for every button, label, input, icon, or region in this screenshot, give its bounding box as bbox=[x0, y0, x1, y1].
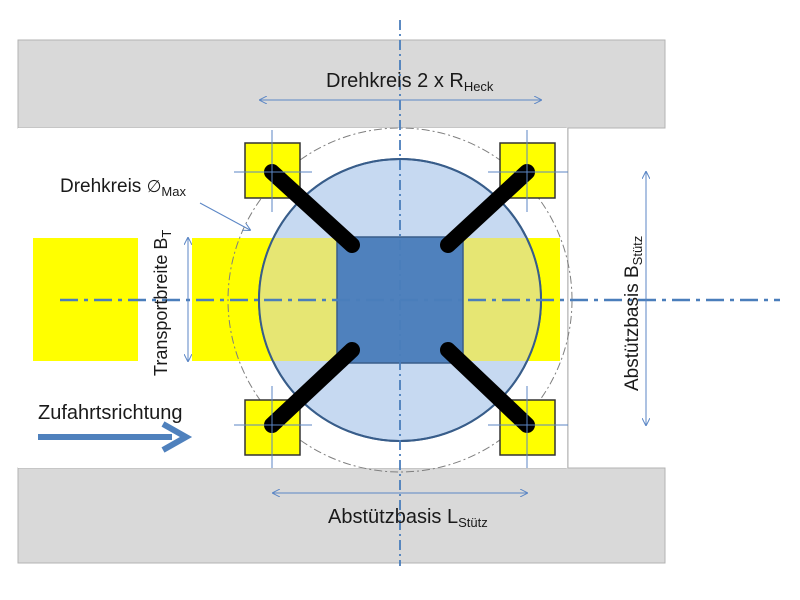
access-direction-arrow-icon bbox=[161, 421, 193, 453]
pad-crosshairs bbox=[234, 130, 568, 468]
outrigger-top-left bbox=[264, 164, 360, 253]
label-support-base-length: Abstützbasis LStütz bbox=[328, 506, 488, 530]
label-max-turning-circle: Drehkreis ∅Max bbox=[60, 176, 186, 199]
outrigger-bottom-left bbox=[264, 342, 360, 433]
outrigger-top-right bbox=[440, 164, 535, 253]
outrigger-bottom-right bbox=[440, 342, 535, 433]
label-support-base-width: Abstützbasis BStütz bbox=[622, 235, 645, 391]
label-rear-turning-circle: Drehkreis 2 x RHeck bbox=[326, 70, 494, 94]
leader-max-turning-circle bbox=[199, 202, 250, 230]
label-transport-width: Transportbreite BT bbox=[151, 229, 174, 376]
outriggers bbox=[264, 164, 535, 433]
diameter-symbol: ∅ bbox=[146, 177, 162, 197]
label-access-direction: Zufahrtsrichtung bbox=[38, 402, 183, 424]
